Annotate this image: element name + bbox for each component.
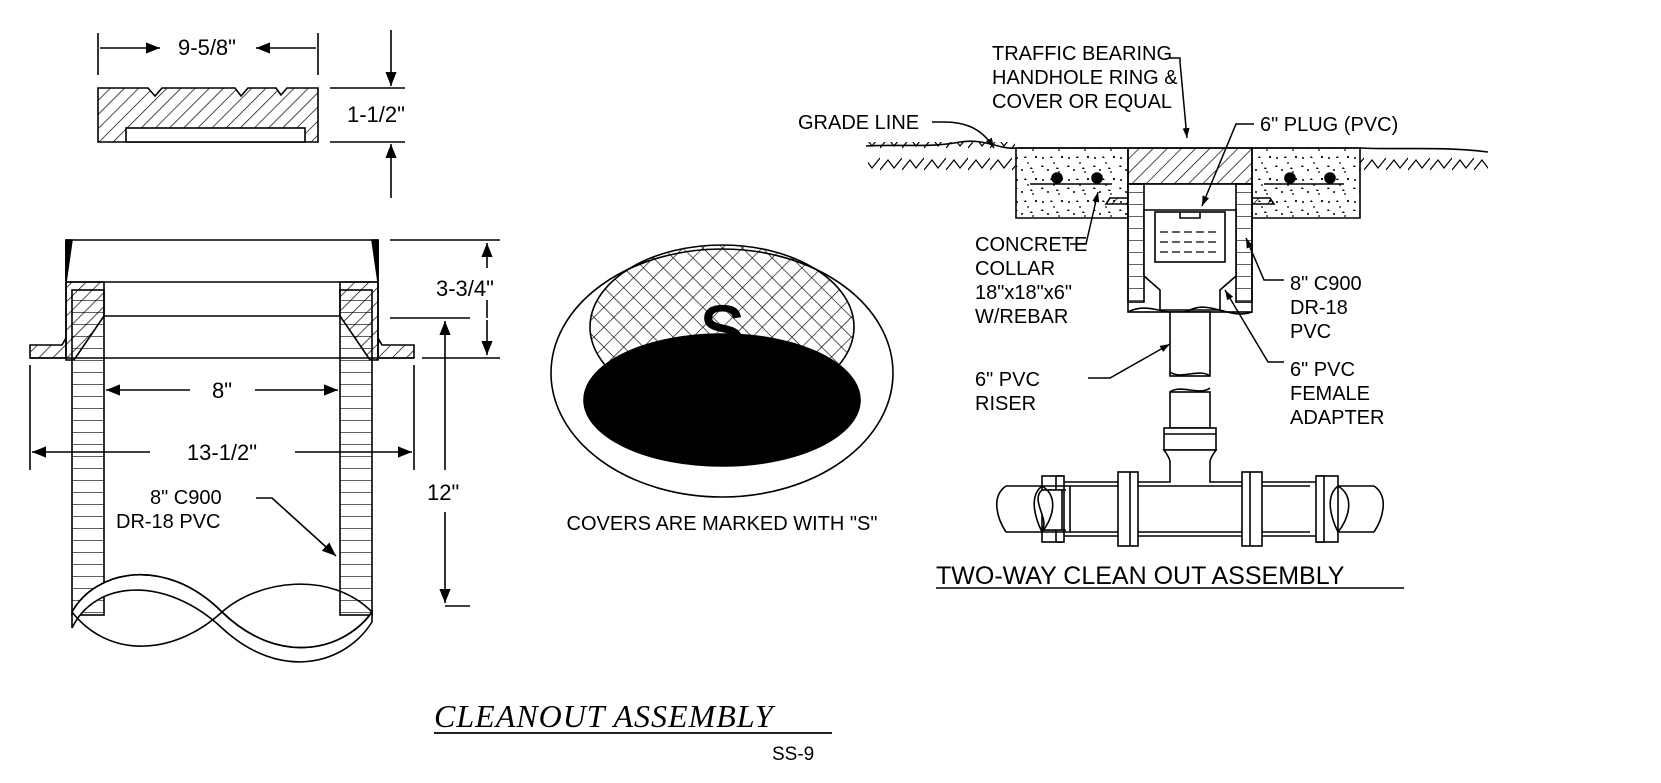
c900-label-line-1: 8" C900 (1290, 273, 1362, 295)
collar-label-line-1: CONCRETE (975, 234, 1087, 256)
collar-label-line-2: COLLAR (975, 258, 1055, 280)
two-way-assembly (865, 140, 1489, 547)
adapter-label-line-1: 6" PVC (1290, 359, 1355, 381)
adapter-label-line-2: FEMALE (1290, 383, 1370, 405)
cover-top (589, 244, 855, 410)
cover-section-detail (97, 30, 405, 198)
cover-s-mark: S (700, 292, 744, 366)
adapter-label-line-3: ADAPTER (1290, 407, 1384, 429)
inner-diameter-dim: 8" (212, 378, 232, 403)
traffic-label-line-1: TRAFFIC BEARING (992, 43, 1172, 65)
pvc-plug (1154, 211, 1226, 263)
collar-label-line-4: W/REBAR (975, 306, 1068, 328)
cover-thickness-dim: 1-1/2" (347, 102, 405, 127)
sheet-number: SS-9 (772, 744, 814, 765)
two-way-title: TWO-WAY CLEAN OUT ASSEMBLY (936, 562, 1345, 590)
grade-line (865, 140, 1489, 153)
rim-ring (65, 239, 379, 283)
total-height-dim: 12" (427, 480, 459, 505)
drawing-title: CLEANOUT ASSEMBLY (434, 698, 776, 734)
cover-isometric-view (550, 244, 894, 498)
rim-height-dim: 3-3/4" (436, 276, 494, 301)
pipe-section-view (29, 239, 415, 663)
handhole-cover (1127, 147, 1253, 185)
right-soil (1360, 150, 1488, 178)
grade-line-label: GRADE LINE (798, 112, 919, 134)
tee-fitting (1055, 449, 1325, 537)
cover-note: COVERS ARE MARKED WITH "S" (567, 513, 878, 535)
concrete-collar-left (1015, 147, 1129, 219)
flange (29, 334, 67, 359)
riser-label-line-1: 6" PVC (975, 369, 1040, 391)
pipe-dimensions (29, 239, 500, 607)
tee-coupling (1163, 427, 1217, 451)
plug-label: 6" PLUG (PVC) (1260, 114, 1398, 136)
concrete-collar-right (1251, 147, 1361, 219)
c900-label-line-3: PVC (1290, 321, 1331, 343)
c900-label-line-2: DR-18 (1290, 297, 1348, 319)
riser-label-line-2: RISER (975, 393, 1036, 415)
outer-diameter-dim: 13-1/2" (187, 440, 257, 465)
pvc-riser (1169, 311, 1211, 377)
traffic-label-line-3: COVER OR EQUAL (992, 91, 1172, 113)
pipe-label-line-2: DR-18 PVC (116, 511, 220, 533)
collar-label-line-3: 18"x18"x6" (975, 282, 1072, 304)
cover-width-dim: 9-5/8" (178, 35, 236, 60)
pipe-label-line-1: 8" C900 (150, 487, 222, 509)
two-way-leaders (932, 57, 1404, 589)
left-soil (868, 142, 1015, 172)
traffic-label-line-2: HANDHOLE RING & (992, 67, 1178, 89)
